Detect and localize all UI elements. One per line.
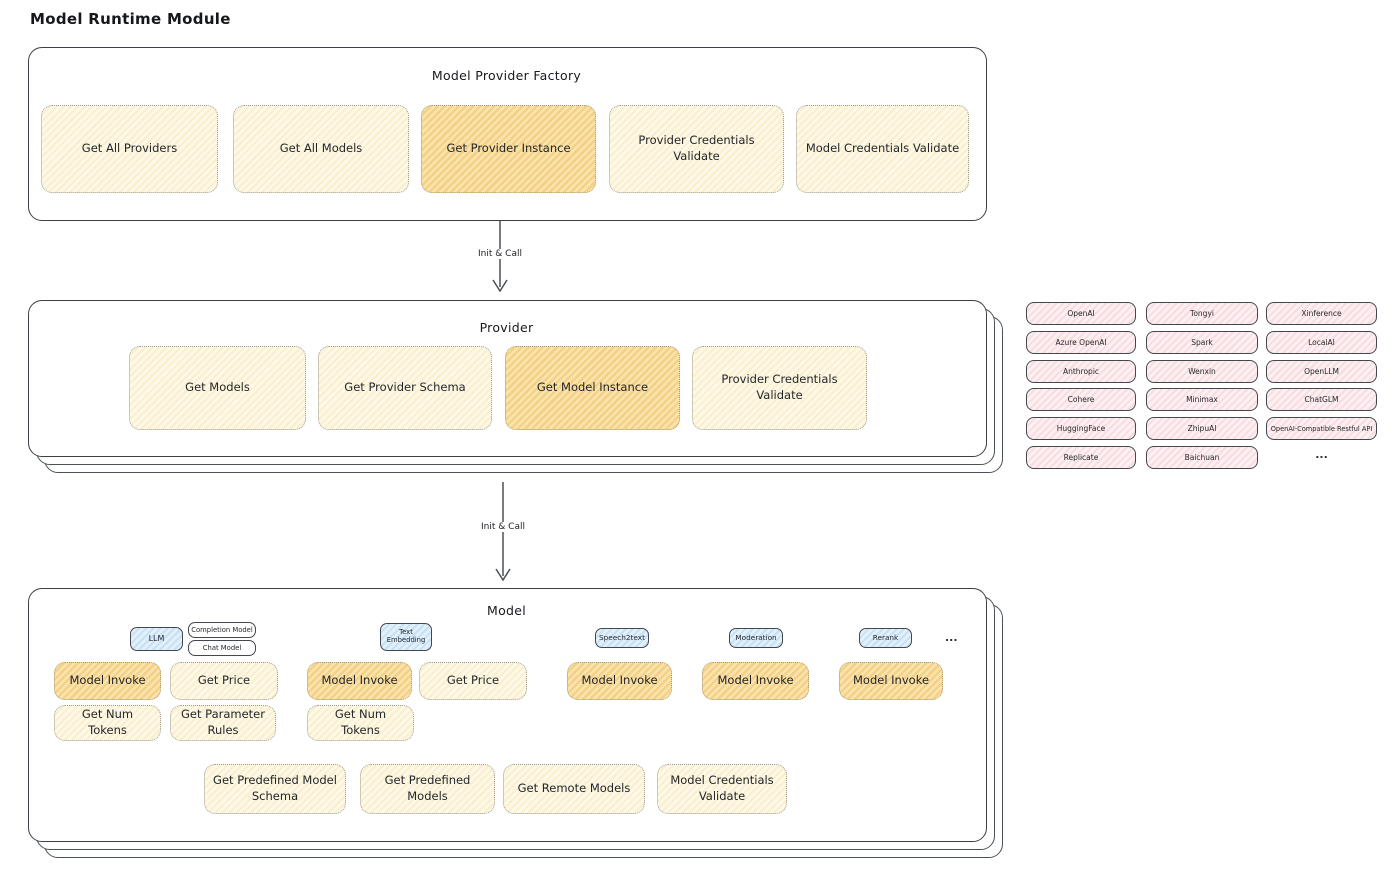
moderation-model-invoke-node: Model Invoke	[702, 662, 809, 700]
provider-pill-huggingface: HuggingFace	[1026, 417, 1136, 440]
model-tab-text-embedding: Text Embedding	[380, 623, 432, 651]
get-predefined-model-schema-node: Get Predefined Model Schema	[204, 764, 346, 814]
provider-get-provider-schema-node: Get Provider Schema	[318, 346, 492, 430]
llm-get-parameter-rules-node: Get Parameter Rules	[170, 705, 276, 741]
provider-pill-cohere: Cohere	[1026, 388, 1136, 411]
provider-pill-minimax: Minimax	[1146, 388, 1258, 411]
llm-get-price-node: Get Price	[170, 662, 278, 700]
llm-get-num-tokens-node: Get Num Tokens	[54, 705, 161, 741]
arrow-provider-to-model: Init & Call	[478, 482, 528, 584]
factory-get-provider-instance-node: Get Provider Instance	[421, 105, 596, 193]
provider-pill-spark: Spark	[1146, 331, 1258, 354]
arrow1-label: Init & Call	[475, 249, 525, 259]
embedding-get-num-tokens-node: Get Num Tokens	[307, 705, 414, 741]
model-subtab-completion-model: Completion Model	[188, 622, 256, 638]
provider-pill-anthropic: Anthropic	[1026, 360, 1136, 383]
factory-get-all-models-node: Get All Models	[233, 105, 409, 193]
provider-pill-zhipuai: ZhipuAI	[1146, 417, 1258, 440]
model-provider-factory-title: Model Provider Factory	[431, 68, 582, 83]
get-remote-models-node: Get Remote Models	[503, 764, 645, 814]
model-tabs-more: ...	[945, 631, 958, 644]
provider-credentials-validate-node: Provider Credentials Validate	[692, 346, 867, 430]
model-credentials-validate-node: Model Credentials Validate	[657, 764, 787, 814]
provider-pill-chatglm: ChatGLM	[1266, 388, 1377, 411]
provider-pill-tongyi: Tongyi	[1146, 302, 1258, 325]
embedding-model-invoke-node: Model Invoke	[307, 662, 412, 700]
factory-provider-credentials-validate-node: Provider Credentials Validate	[609, 105, 784, 193]
model-tab-speech2text: Speech2text	[595, 628, 649, 648]
speech2text-model-invoke-node: Model Invoke	[567, 662, 672, 700]
provider-list-more: ...	[1315, 448, 1328, 461]
model-tab-llm: LLM	[130, 627, 183, 651]
provider-pill-baichuan: Baichuan	[1146, 446, 1258, 469]
llm-model-invoke-node: Model Invoke	[54, 662, 161, 700]
factory-get-all-providers-node: Get All Providers	[41, 105, 218, 193]
provider-pill-azure-openai: Azure OpenAI	[1026, 331, 1136, 354]
rerank-model-invoke-node: Model Invoke	[839, 662, 943, 700]
model-subtab-chat-model: Chat Model	[188, 640, 256, 656]
provider-pill-wenxin: Wenxin	[1146, 360, 1258, 383]
provider-pill-xinference: Xinference	[1266, 302, 1377, 325]
provider-title: Provider	[479, 320, 534, 335]
provider-pill-openai-compatible: OpenAI-Compatible Restful API	[1266, 417, 1377, 440]
factory-model-credentials-validate-node: Model Credentials Validate	[796, 105, 969, 193]
provider-get-models-node: Get Models	[129, 346, 306, 430]
model-title: Model	[486, 603, 527, 618]
down-arrow-icon	[495, 482, 511, 582]
provider-pill-localai: LocalAI	[1266, 331, 1377, 354]
provider-pill-openllm: OpenLLM	[1266, 360, 1377, 383]
provider-get-model-instance-node: Get Model Instance	[505, 346, 680, 430]
diagram-title: Model Runtime Module	[30, 10, 231, 28]
provider-pill-openai: OpenAI	[1026, 302, 1136, 325]
get-predefined-models-node: Get Predefined Models	[360, 764, 495, 814]
embedding-get-price-node: Get Price	[419, 662, 527, 700]
model-tab-moderation: Moderation	[729, 628, 783, 648]
arrow-factory-to-provider: Init & Call	[475, 221, 525, 295]
arrow2-label: Init & Call	[478, 522, 528, 532]
model-tab-rerank: Rerank	[859, 628, 912, 648]
provider-pill-replicate: Replicate	[1026, 446, 1136, 469]
